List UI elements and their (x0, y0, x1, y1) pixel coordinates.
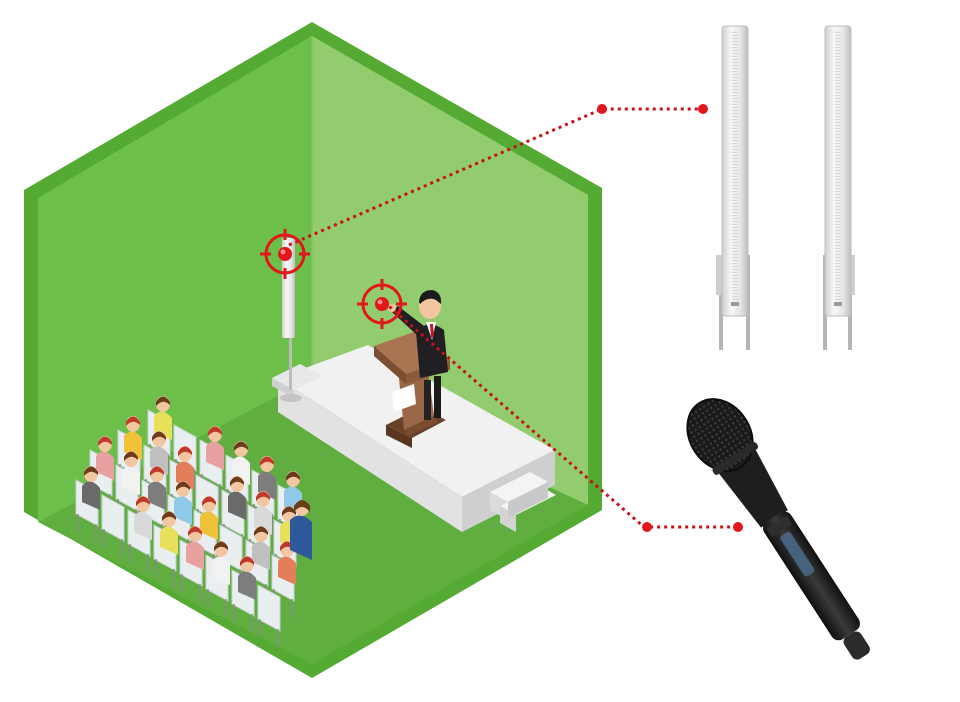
callout-dot (642, 522, 652, 532)
column-speaker-icon (823, 25, 855, 350)
audience-seat (257, 584, 281, 647)
audience-seat (221, 476, 246, 552)
stage-stairs (490, 472, 556, 532)
room-column-speaker (280, 238, 302, 402)
audience-seat (290, 500, 312, 560)
callout-dot (698, 104, 708, 114)
audience-seat (75, 466, 100, 542)
audience-seat (205, 541, 230, 617)
audience-seat (179, 526, 204, 602)
leader-line-speaker (288, 107, 703, 247)
left-wall (38, 36, 312, 522)
callout-dot (733, 522, 743, 532)
audience (75, 396, 312, 647)
microphone-icon (686, 398, 870, 660)
crosshair-target-icon (260, 229, 310, 279)
audience-seat (153, 511, 178, 587)
column-speaker-icon (716, 25, 750, 350)
crosshair-target-icon (357, 279, 407, 329)
room-cube (24, 22, 602, 678)
callout-dot (597, 104, 607, 114)
audience-seat (127, 496, 152, 572)
audience-seat (199, 426, 224, 502)
audience-seat (231, 556, 256, 632)
audience-seat (101, 494, 125, 557)
